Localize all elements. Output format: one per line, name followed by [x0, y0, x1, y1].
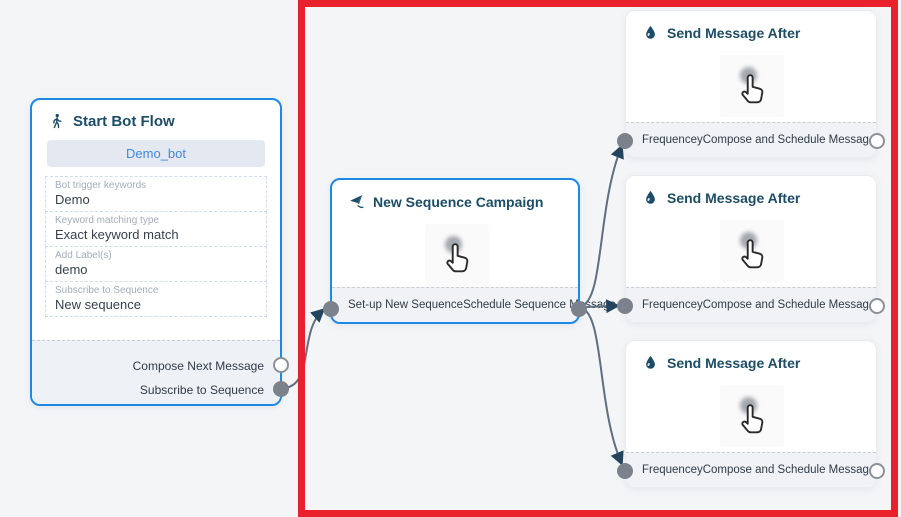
message-node-footer: Frequencey Compose and Schedule Message [626, 452, 876, 487]
message-node-header: Send Message After [626, 11, 876, 49]
start-node-fields: Bot trigger keywords Demo Keyword matchi… [45, 176, 267, 317]
water-drop-icon [646, 25, 655, 39]
edge-subscribe-to-setup-sequence [282, 308, 326, 389]
node-start-bot-flow[interactable]: Start Bot Flow Demo_bot Bot trigger keyw… [30, 98, 289, 406]
message-node-footer: Frequencey Compose and Schedule Message [626, 122, 876, 157]
message-output-label: Compose and Schedule Message [702, 299, 876, 311]
message-output-label: Compose and Schedule Message [702, 134, 876, 146]
field-value: Demo [55, 192, 90, 207]
sequence-node-title: New Sequence Campaign [373, 193, 544, 210]
node-new-sequence-campaign[interactable]: New Sequence Campaign Set-up New Sequenc… [323, 178, 616, 324]
sequence-node-footer: Set-up New Sequence Schedule Sequence Me… [332, 287, 616, 322]
message-node-header: Send Message After [626, 341, 876, 379]
field-subscribe-to-sequence[interactable]: Subscribe to Sequence New sequence [45, 281, 267, 317]
send-campaign-icon [350, 195, 364, 209]
bot-name-button[interactable]: Demo_bot [47, 140, 265, 167]
output-compose-next-message-label: Compose Next Message [132, 359, 264, 373]
field-keyword-matching-type[interactable]: Keyword matching type Exact keyword matc… [45, 211, 267, 247]
node-send-message-after-2[interactable]: Send Message After Frequencey Compose an… [617, 175, 885, 323]
message-output-label: Compose and Schedule Message [702, 464, 876, 476]
node-send-message-after-3[interactable]: Send Message After Frequencey Compose an… [617, 340, 885, 488]
message-input-label: Frequencey [642, 134, 703, 146]
water-drop-icon [646, 355, 655, 369]
output-handle-compose-and-schedule[interactable] [869, 463, 885, 479]
sequence-node-header: New Sequence Campaign [332, 180, 578, 218]
output-handle-subscribe-to-sequence[interactable] [273, 381, 289, 397]
node-send-message-after-1[interactable]: Send Message After Frequencey Compose an… [617, 10, 885, 158]
start-node-footer: Compose Next Message Subscribe to Sequen… [32, 340, 280, 404]
hand-cursor-icon [720, 55, 784, 117]
sequence-input-label: Set-up New Sequence [348, 299, 464, 311]
hand-cursor-icon [425, 224, 489, 286]
input-handle-frequency[interactable] [617, 298, 633, 314]
field-value: New sequence [55, 297, 141, 312]
message-node-footer: Frequencey Compose and Schedule Message [626, 287, 876, 322]
input-handle-set-up-new-sequence[interactable] [323, 301, 339, 317]
field-value: demo [55, 262, 88, 277]
input-handle-frequency[interactable] [617, 463, 633, 479]
hand-cursor-icon [720, 385, 784, 447]
field-value: Exact keyword match [55, 227, 179, 242]
field-label: Add Label(s) [55, 250, 112, 261]
input-handle-frequency[interactable] [617, 133, 633, 149]
field-add-labels[interactable]: Add Label(s) demo [45, 246, 267, 282]
output-handle-compose-next-message[interactable] [273, 357, 289, 373]
message-node-header: Send Message After [626, 176, 876, 214]
message-node-title: Send Message After [667, 354, 801, 371]
field-bot-trigger-keywords[interactable]: Bot trigger keywords Demo [45, 176, 267, 212]
message-node-title: Send Message After [667, 189, 801, 206]
edge-sequence-to-message-1 [580, 144, 624, 307]
start-node-title: Start Bot Flow [73, 113, 175, 130]
hand-cursor-icon [720, 220, 784, 282]
walking-person-icon [53, 113, 62, 129]
edge-sequence-to-message-3 [580, 307, 624, 466]
start-node-header: Start Bot Flow [32, 100, 280, 138]
message-input-label: Frequencey [642, 464, 703, 476]
message-node-title: Send Message After [667, 24, 801, 41]
water-drop-icon [646, 190, 655, 204]
output-subscribe-to-sequence-label: Subscribe to Sequence [139, 383, 264, 397]
output-handle-compose-and-schedule[interactable] [869, 298, 885, 314]
output-handle-compose-and-schedule[interactable] [869, 133, 885, 149]
sequence-output-label: Schedule Sequence Message [463, 299, 616, 311]
output-handle-schedule-sequence-message[interactable] [571, 301, 587, 317]
message-input-label: Frequencey [642, 299, 703, 311]
field-label: Keyword matching type [55, 215, 159, 226]
field-label: Bot trigger keywords [55, 180, 147, 191]
field-label: Subscribe to Sequence [55, 285, 159, 296]
